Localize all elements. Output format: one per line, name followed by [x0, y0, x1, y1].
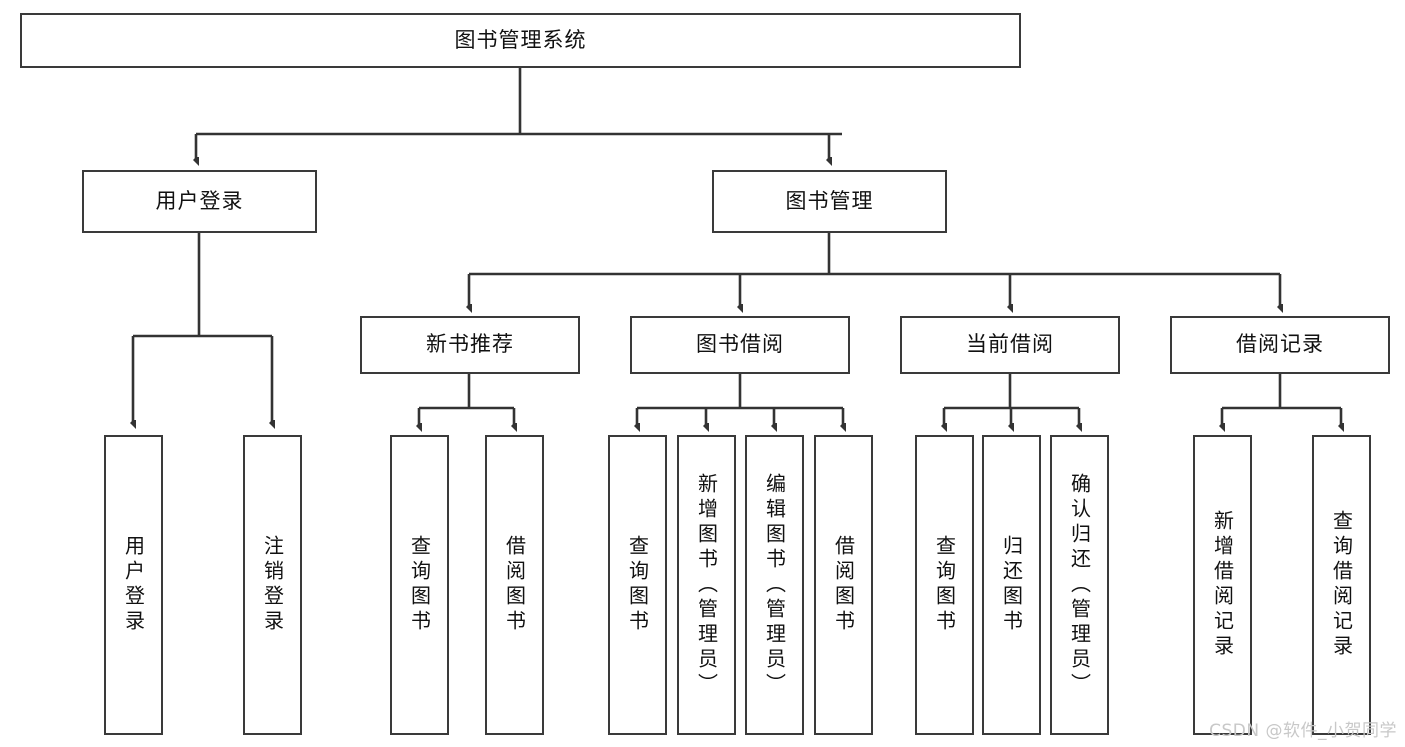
- node-borrow-record-label: 借阅记录: [1236, 332, 1324, 357]
- node-current-borrow-label: 当前借阅: [966, 332, 1054, 357]
- node-leaf-logout-label: 注销登录: [260, 535, 285, 635]
- node-leaf-query-book-1[interactable]: 查询图书: [390, 435, 449, 735]
- node-new-book-recommend-label: 新书推荐: [426, 332, 514, 357]
- node-leaf-add-book-label: 新增图书（管理员）: [694, 472, 719, 698]
- node-leaf-logout[interactable]: 注销登录: [243, 435, 302, 735]
- node-leaf-add-record-label: 新增借阅记录: [1210, 510, 1235, 660]
- node-leaf-borrow-book-2[interactable]: 借阅图书: [814, 435, 873, 735]
- node-leaf-borrow-book-2-label: 借阅图书: [831, 535, 856, 635]
- node-leaf-confirm-return[interactable]: 确认归还（管理员）: [1050, 435, 1109, 735]
- node-root[interactable]: 图书管理系统: [20, 13, 1021, 68]
- node-leaf-add-book[interactable]: 新增图书（管理员）: [677, 435, 736, 735]
- node-leaf-edit-book-label: 编辑图书（管理员）: [762, 472, 787, 698]
- node-current-borrow[interactable]: 当前借阅: [900, 316, 1120, 374]
- node-leaf-add-record[interactable]: 新增借阅记录: [1193, 435, 1252, 735]
- node-book-borrow-label: 图书借阅: [696, 332, 784, 357]
- node-leaf-edit-book[interactable]: 编辑图书（管理员）: [745, 435, 804, 735]
- node-leaf-return-book-label: 归还图书: [999, 535, 1024, 635]
- node-book-borrow[interactable]: 图书借阅: [630, 316, 850, 374]
- node-leaf-return-book[interactable]: 归还图书: [982, 435, 1041, 735]
- node-leaf-borrow-book-1[interactable]: 借阅图书: [485, 435, 544, 735]
- node-user-login[interactable]: 用户登录: [82, 170, 317, 233]
- node-leaf-confirm-return-label: 确认归还（管理员）: [1067, 472, 1092, 698]
- node-user-login-label: 用户登录: [155, 188, 244, 213]
- node-book-management[interactable]: 图书管理: [712, 170, 947, 233]
- node-leaf-query-book-2-label: 查询图书: [625, 535, 650, 635]
- node-root-label: 图书管理系统: [454, 27, 587, 52]
- node-borrow-record[interactable]: 借阅记录: [1170, 316, 1390, 374]
- node-leaf-user-login[interactable]: 用户登录: [104, 435, 163, 735]
- node-leaf-user-login-label: 用户登录: [121, 535, 146, 635]
- node-book-management-label: 图书管理: [785, 188, 874, 213]
- node-leaf-query-record-label: 查询借阅记录: [1329, 510, 1354, 660]
- node-leaf-borrow-book-1-label: 借阅图书: [502, 535, 527, 635]
- node-leaf-query-book-3-label: 查询图书: [932, 535, 957, 635]
- node-leaf-query-book-2[interactable]: 查询图书: [608, 435, 667, 735]
- node-leaf-query-book-3[interactable]: 查询图书: [915, 435, 974, 735]
- node-new-book-recommend[interactable]: 新书推荐: [360, 316, 580, 374]
- node-leaf-query-record[interactable]: 查询借阅记录: [1312, 435, 1371, 735]
- node-leaf-query-book-1-label: 查询图书: [407, 535, 432, 635]
